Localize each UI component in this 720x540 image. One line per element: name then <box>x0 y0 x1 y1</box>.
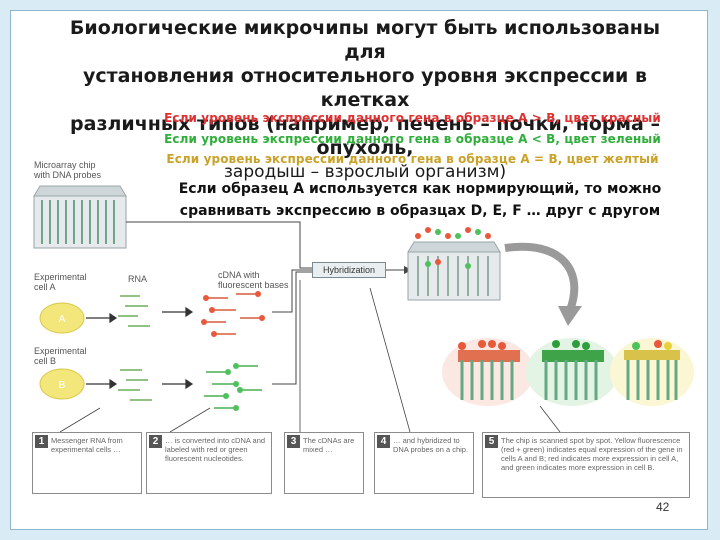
cell-a-label: Experimental cell A <box>34 272 87 292</box>
spot-yellow <box>610 338 694 406</box>
curved-arrow <box>504 242 579 312</box>
chip-label: Microarray chip with DNA probes <box>34 160 101 180</box>
cdna-label-line-1: cDNA with <box>218 270 260 280</box>
page-number: 42 <box>656 500 670 514</box>
cdna-green-labeled <box>204 363 262 411</box>
title-line-2: установления относительного уровня экспр… <box>83 65 647 111</box>
step-3-text: The cDNAs are mixed … <box>303 436 355 454</box>
cell-a <box>39 302 85 334</box>
rna-strands <box>118 295 152 401</box>
hybridization-box: Hybridization <box>312 262 386 278</box>
cdna-red-labeled <box>201 291 265 337</box>
cell-b <box>39 368 85 400</box>
cell-a-label-line-2: cell A <box>34 282 56 292</box>
cdna-label: cDNA with fluorescent bases <box>218 270 289 290</box>
normalization-line-2: сравнивать экспрессию в образцах D, E, F… <box>179 203 661 219</box>
step-4-number: 4 <box>377 435 390 448</box>
rna-label: RNA <box>128 274 148 284</box>
chip-label-line-1: Microarray chip <box>34 160 96 170</box>
condition-yellow: Если уровень экспрессии данного гена в о… <box>166 152 659 166</box>
spot-green <box>526 338 618 406</box>
step-5-number: 5 <box>485 435 498 448</box>
title-line-4: зародыш – взрослый организм) <box>223 162 507 182</box>
step-4-text: … and hybridized to DNA probes on a chip… <box>393 436 469 454</box>
step-1-text: Messenger RNA from experimental cells … <box>51 436 123 454</box>
microarray-chip-left <box>33 185 127 249</box>
cell-b-label-line-2: cell B <box>34 356 57 366</box>
step-1: 1 Messenger RNA from experimental cells … <box>32 432 142 494</box>
cell-b-letter: B <box>59 380 66 391</box>
cell-b-label: Experimental cell B <box>34 346 87 366</box>
slide-title: Биологические микрочипы могут быть испол… <box>50 16 680 184</box>
cdna-label-line-2: fluorescent bases <box>218 280 289 290</box>
title-line-1: Биологические микрочипы могут быть испол… <box>69 17 661 63</box>
normalization-note: Если образец А используется как нормирую… <box>150 178 690 222</box>
spot-red <box>442 338 534 406</box>
step-5-text: The chip is scanned spot by spot. Yellow… <box>501 436 683 472</box>
step-5: 5 The chip is scanned spot by spot. Yell… <box>482 432 690 498</box>
step-3: 3 The cDNAs are mixed … <box>284 432 364 494</box>
condition-green: Если уровень экспрессии данного гена в о… <box>164 132 661 146</box>
cell-a-letter: A <box>59 314 66 325</box>
step-2-number: 2 <box>149 435 162 448</box>
step-4: 4 … and hybridized to DNA probes on a ch… <box>374 432 474 494</box>
normalization-line-1: Если образец А используется как нормирую… <box>178 181 662 197</box>
step-2-text: … is converted into cDNA and labeled wit… <box>165 436 266 463</box>
chip-label-line-2: with DNA probes <box>34 170 102 180</box>
step-3-number: 3 <box>287 435 300 448</box>
hybridized-chip <box>407 227 501 301</box>
title-line-3: различных типов (например, печень – почк… <box>70 113 660 159</box>
step-1-number: 1 <box>35 435 48 448</box>
slide-inner-border <box>10 10 708 530</box>
step-2: 2 … is converted into cDNA and labeled w… <box>146 432 272 494</box>
cell-b-label-line-1: Experimental <box>34 346 87 356</box>
cell-a-label-line-1: Experimental <box>34 272 87 282</box>
condition-red: Если уровень экспрессии данного гена в о… <box>164 111 661 125</box>
